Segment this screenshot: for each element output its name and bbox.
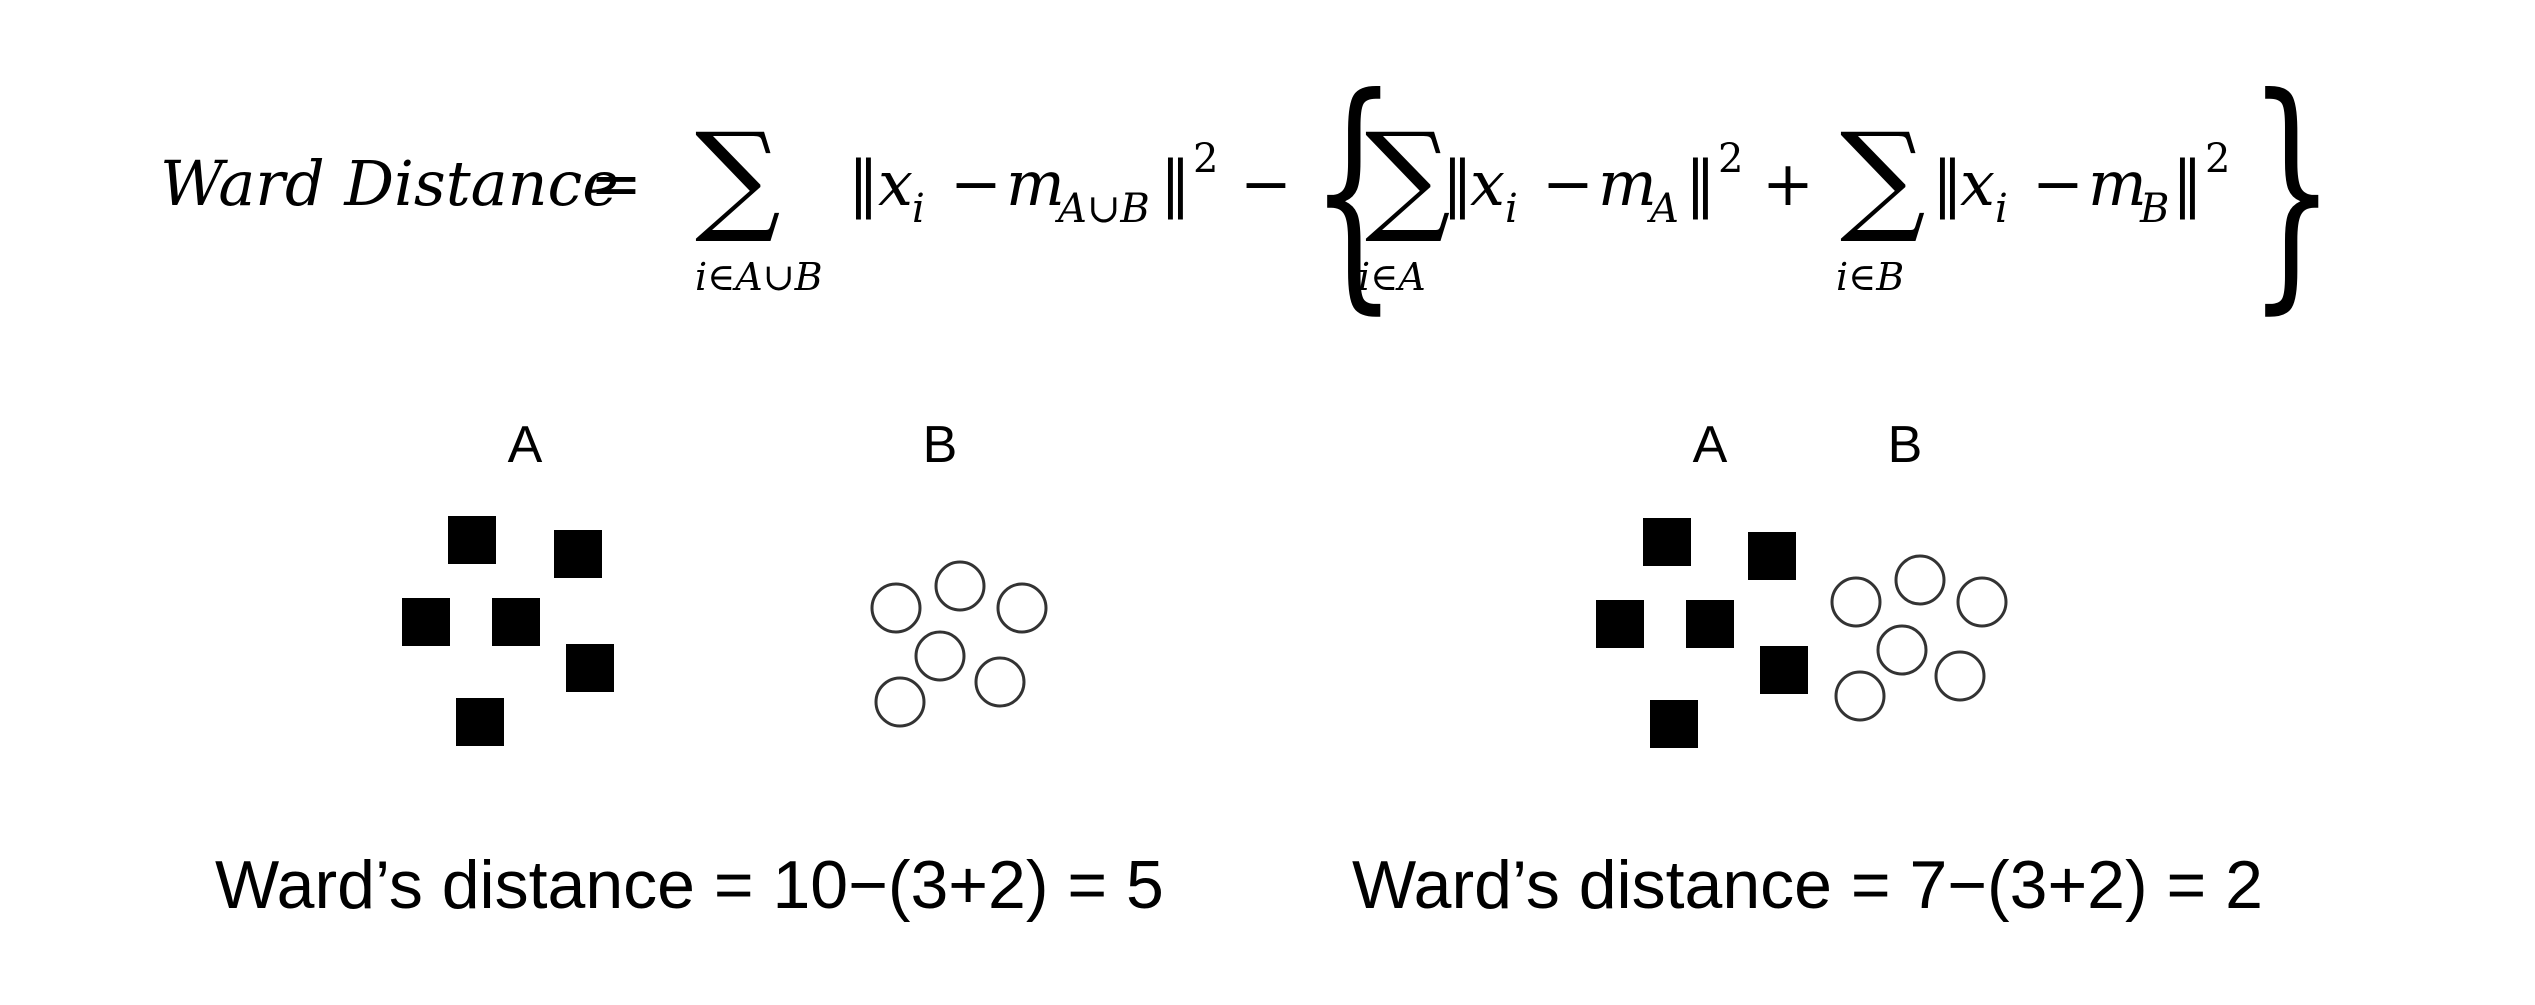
sum3-m: m (2088, 147, 2147, 220)
cluster-b-circles (870, 560, 1048, 728)
sum1-m: m (1006, 147, 1065, 220)
sum3-sigma: ∑ (1840, 108, 1926, 247)
sum1-norm-open: ‖ (848, 147, 879, 220)
sum2-minus: − (1542, 147, 1594, 220)
formula-close-brace: } (2248, 44, 2335, 335)
formula-minus: − (1240, 147, 1292, 220)
circle-point (974, 656, 1026, 708)
sum1-power: 2 (1193, 136, 1218, 182)
example-2-label-b: B (1888, 416, 1923, 474)
square-point (1643, 518, 1691, 566)
sum1-norm-close: ‖ (1160, 147, 1191, 220)
sum2-norm-open: ‖ (1442, 147, 1473, 220)
example-1-label-a: A (508, 416, 543, 474)
square-point (1760, 646, 1808, 694)
square-point (1686, 600, 1734, 648)
example-2-caption: Ward’s distance = 7−(3+2) = 2 (1352, 847, 2263, 923)
circle-point (1956, 576, 2008, 628)
sum1-x: x (878, 147, 913, 220)
square-point (1748, 532, 1796, 580)
sum3-norm-open: ‖ (1932, 147, 1963, 220)
sum1-minus: − (950, 147, 1002, 220)
sum3-minus: − (2032, 147, 2084, 220)
sum2-m: m (1598, 147, 1657, 220)
sum1-sigma: ∑ (695, 108, 781, 247)
sum1-x-sub: i (912, 186, 925, 232)
formula-lhs: Ward Distance (160, 147, 619, 220)
circle-point (1894, 554, 1946, 606)
square-point (448, 516, 496, 564)
ward-distance-formula: Ward Distance = ∑ i∈A∪B ‖ x i − m A∪B ‖ … (160, 44, 2335, 335)
sum2-m-sub: A (1646, 186, 1679, 232)
square-point (566, 644, 614, 692)
circle-point (1834, 670, 1886, 722)
example-2-label-a: A (1693, 416, 1728, 474)
sum3-x: x (1960, 147, 1995, 220)
square-point (492, 598, 540, 646)
formula-open-brace: { (1310, 44, 1397, 335)
cluster-b-circles (1830, 554, 2008, 722)
circle-point (874, 676, 926, 728)
formula-equals: = (590, 147, 642, 220)
sum2-sigma: ∑ (1365, 108, 1451, 247)
sum2-index: i∈A (1358, 255, 1426, 299)
sum3-norm-close: ‖ (2172, 147, 2203, 220)
square-point (456, 698, 504, 746)
circle-point (914, 630, 966, 682)
sum2-norm-close: ‖ (1685, 147, 1716, 220)
sum1-index: i∈A∪B (695, 255, 823, 299)
circle-point (1830, 576, 1882, 628)
sum2-x-sub: i (1505, 186, 1518, 232)
square-point (402, 598, 450, 646)
example-1-caption: Ward’s distance = 10−(3+2) = 5 (215, 847, 1164, 923)
sum3-x-sub: i (1995, 186, 2008, 232)
circle-point (1934, 650, 1986, 702)
cluster-a-squares (402, 516, 614, 746)
sum1-m-sub: A∪B (1054, 186, 1150, 232)
formula-plus: + (1762, 147, 1814, 220)
sum2-x: x (1470, 147, 1505, 220)
example-1: A B Ward’s distance = 10−(3+2) = 5 (215, 416, 1164, 923)
sum3-power: 2 (2205, 136, 2230, 182)
circle-point (1876, 624, 1928, 676)
example-1-label-b: B (923, 416, 958, 474)
circle-point (934, 560, 986, 612)
square-point (1650, 700, 1698, 748)
sum2-power: 2 (1718, 136, 1743, 182)
square-point (1596, 600, 1644, 648)
example-2: A B Ward’s distance = 7−(3+2) = 2 (1352, 416, 2263, 923)
cluster-a-squares (1596, 518, 1808, 748)
square-point (554, 530, 602, 578)
circle-point (870, 582, 922, 634)
circle-point (996, 582, 1048, 634)
sum3-m-sub: B (2139, 186, 2169, 232)
sum3-index: i∈B (1836, 255, 1904, 299)
